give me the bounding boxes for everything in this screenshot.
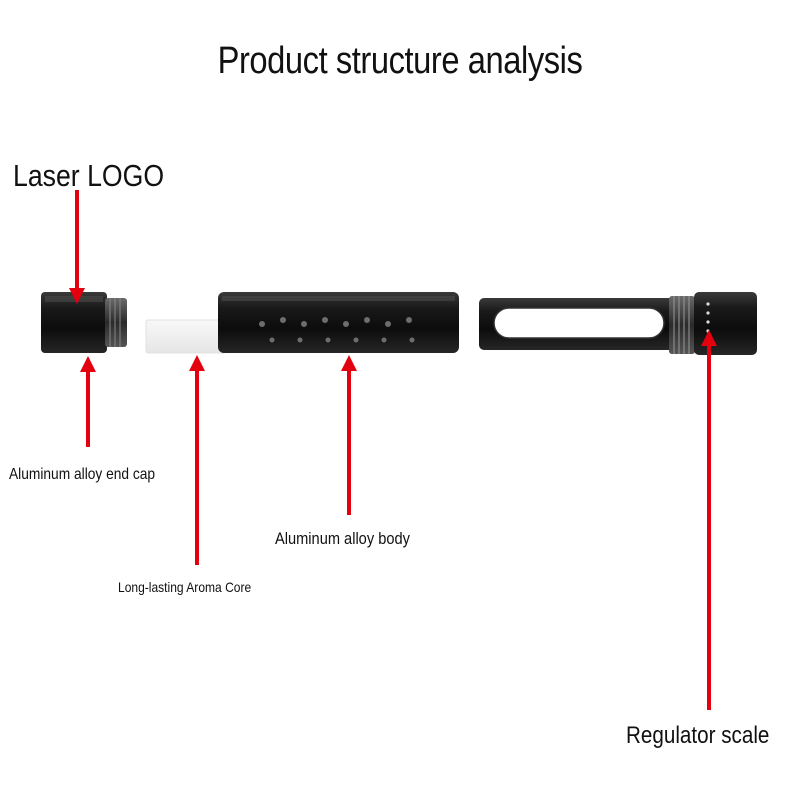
end-cap-part xyxy=(41,292,127,353)
label-regulator-scale: Regulator scale xyxy=(626,722,770,749)
callout-arrows xyxy=(69,190,717,710)
page-title: Product structure analysis xyxy=(217,40,583,82)
regulator-part xyxy=(479,292,757,355)
label-laser-logo: Laser LOGO xyxy=(13,158,165,193)
label-end-cap: Aluminum alloy end cap xyxy=(9,466,156,483)
label-aroma-core: Long-lasting Aroma Core xyxy=(118,579,252,595)
body-vent-holes xyxy=(259,317,415,343)
body-part xyxy=(218,292,459,353)
aroma-core-part xyxy=(145,319,227,354)
label-body: Aluminum alloy body xyxy=(275,529,410,548)
